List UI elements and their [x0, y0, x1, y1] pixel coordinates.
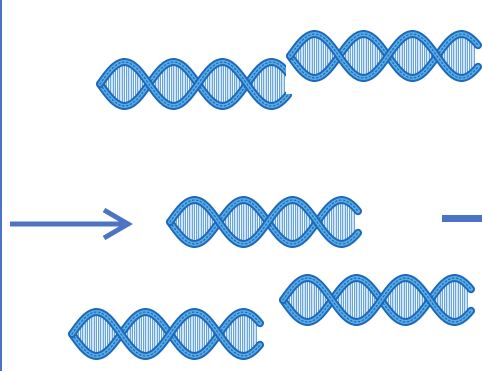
dna-helix-icon — [68, 296, 264, 372]
left-border-line — [0, 0, 2, 371]
dna-helix-icon — [96, 46, 292, 122]
dna-helix-icon — [166, 184, 362, 260]
arrow-right-icon — [8, 206, 136, 242]
dna-helix-icon — [279, 262, 475, 338]
dash-icon — [442, 213, 482, 225]
dna-helix-icon — [286, 18, 482, 94]
